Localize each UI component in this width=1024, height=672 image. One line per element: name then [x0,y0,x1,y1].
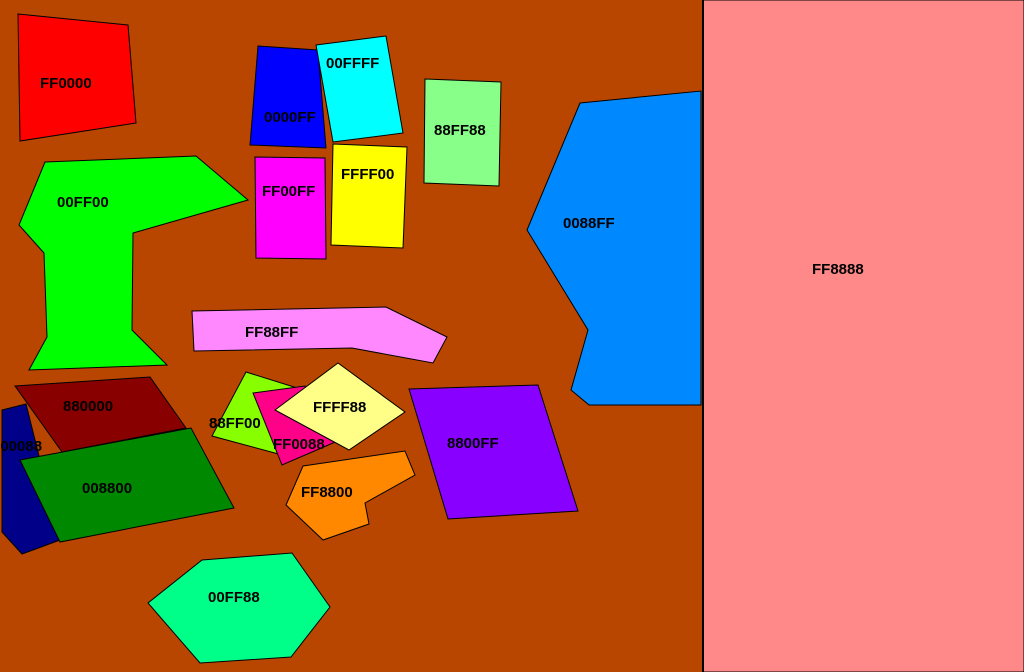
label-ff88ff: FF88FF [245,324,298,341]
shape-00ffff [315,35,404,143]
shape-ffff88 [274,362,406,451]
label-00ff00: 00FF00 [57,194,109,211]
shape-88ff88 [423,78,502,187]
label-00ff88: 00FF88 [208,589,260,606]
shape-00ff00 [18,155,250,371]
shape-ff0000 [17,13,137,142]
label-00ffff: 00FFFF [326,55,379,72]
label-ffff88: FFFF88 [313,399,366,416]
label-ffff00: FFFF00 [341,166,394,183]
label-88ff88: 88FF88 [434,122,486,139]
shape-ff88ff [191,306,448,364]
shape-0000ff [249,45,327,149]
shape-880000 [14,376,187,453]
label-ff8800: FF8800 [301,484,353,501]
label-8800ff: 8800FF [447,435,499,452]
label-ff8888: FF8888 [812,261,864,278]
shape-ff00ff [254,156,327,260]
label-ff0088: FF0088 [273,436,325,453]
label-0000ff: 0000FF [264,109,316,126]
label-ff00ff: FF00FF [262,183,315,200]
label-88ff00: 88FF00 [209,415,261,432]
shape-ff8888 [702,0,1024,672]
shape-8800ff [408,384,579,520]
label-0088ff: 0088FF [563,215,615,232]
label-880000: 880000 [63,398,113,415]
shape-ffff00 [330,143,408,249]
shape-0088ff [526,90,702,406]
label-ff0000: FF0000 [40,75,92,92]
label-008800: 008800 [82,480,132,497]
shape-008800 [19,427,235,543]
shape-ff8800 [285,450,416,541]
shape-00ff88 [147,552,331,664]
